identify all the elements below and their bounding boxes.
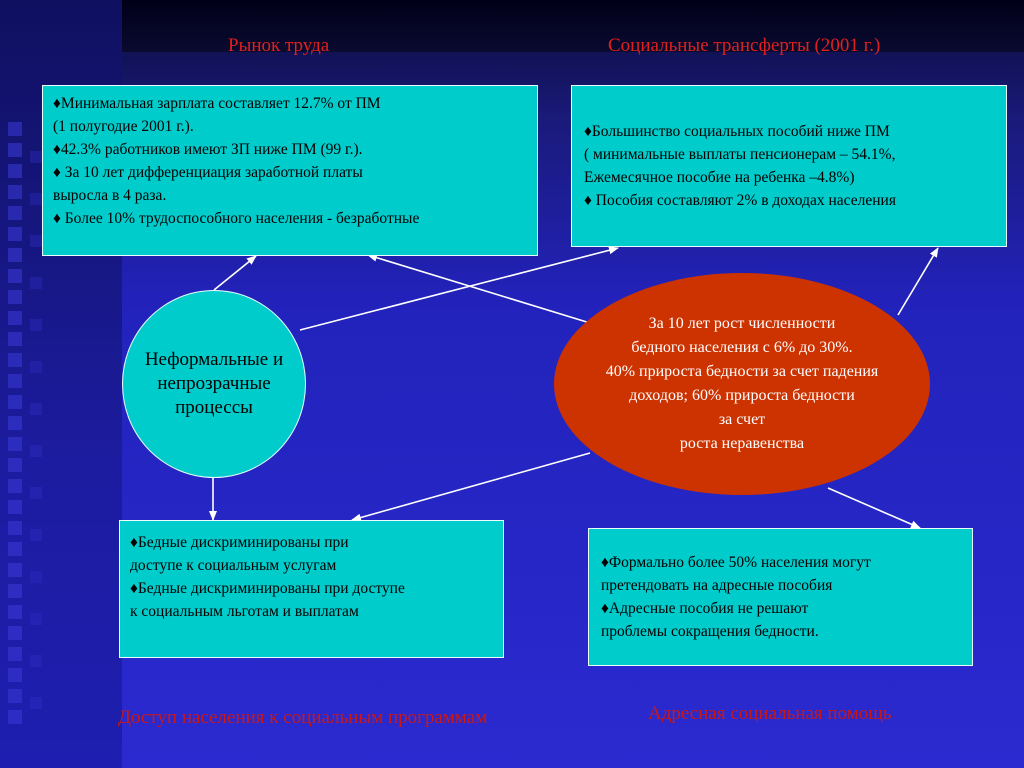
decorative-square <box>8 332 22 346</box>
heading-targeted-assistance: Адресная социальная помощь <box>648 703 892 724</box>
labor-market-line: ♦42.3% работников имеют ЗП ниже ПМ (99 г… <box>53 141 363 158</box>
decorative-square <box>30 277 42 289</box>
decorative-square <box>8 416 22 430</box>
decorative-square <box>30 613 42 625</box>
decorative-square <box>30 571 42 583</box>
decorative-square <box>8 227 22 241</box>
transfers-line: ♦Большинство социальных пособий ниже ПМ <box>584 123 890 140</box>
arrow-oval-to-labor <box>367 253 591 324</box>
decorative-square <box>30 529 42 541</box>
oval-label-line: 40% прироста бедности за счет падения <box>605 363 879 380</box>
decorative-square <box>30 487 42 499</box>
decorative-square <box>8 353 22 367</box>
access-discrimination-box: ♦Бедные дискриминированы при доступе к со… <box>119 520 504 658</box>
decorative-square <box>8 668 22 682</box>
decorative-square <box>8 122 22 136</box>
decorative-square <box>8 521 22 535</box>
targeted-line: ♦Адресные пособия не решают <box>601 600 809 617</box>
labor-market-line: (1 полугодие 2001 г.). <box>53 118 194 135</box>
decorative-square <box>8 437 22 451</box>
decorative-square <box>8 290 22 304</box>
decorative-square <box>30 403 42 415</box>
decorative-square <box>8 269 22 283</box>
decorative-square <box>8 374 22 388</box>
decorative-square <box>8 647 22 661</box>
circle-label-line: Неформальные и <box>144 349 284 370</box>
decorative-square <box>8 563 22 577</box>
decorative-square <box>8 626 22 640</box>
arrow-circle-to-labor <box>213 255 257 291</box>
decorative-square <box>30 151 42 163</box>
poverty-growth-oval: За 10 лет рост численности бедного населе… <box>554 273 930 495</box>
labor-market-line: выросла в 4 раза. <box>53 187 167 204</box>
oval-label-line: доходов; 60% прироста бедности <box>629 387 855 404</box>
labor-market-line: ♦Минимальная зарплата составляет 12.7% о… <box>53 95 381 112</box>
access-line: доступе к социальным услугам <box>130 557 337 574</box>
oval-label-line: роста неравенства <box>679 435 805 452</box>
decorative-square <box>30 319 42 331</box>
decorative-square <box>30 361 42 373</box>
circle-label-line: непрозрачные <box>157 373 271 394</box>
decorative-square <box>8 710 22 724</box>
decorative-square <box>8 605 22 619</box>
decorative-square <box>8 395 22 409</box>
decorative-square <box>30 697 42 709</box>
decorative-square <box>8 206 22 220</box>
decorative-square <box>8 164 22 178</box>
oval-label-line: бедного населения с 6% до 30%. <box>631 339 853 356</box>
decorative-square <box>8 479 22 493</box>
access-line: к социальным льготам и выплатам <box>130 603 359 620</box>
decorative-square <box>8 248 22 262</box>
decorative-square <box>8 311 22 325</box>
arrow-oval-to-access <box>351 452 591 522</box>
decorative-square <box>30 235 42 247</box>
social-transfers-box: ♦Большинство социальных пособий ниже ПМ … <box>571 85 1007 247</box>
heading-social-transfers: Социальные трансферты (2001 г.) <box>608 35 881 56</box>
decorative-square <box>30 445 42 457</box>
arrow-oval-to-transfers <box>897 247 939 316</box>
arrow-oval-to-targeted <box>827 487 921 529</box>
informal-processes-circle: Неформальные и непрозрачные процессы <box>122 290 306 478</box>
decorative-square <box>8 542 22 556</box>
labor-market-line: ♦ За 10 лет дифференциация заработной пл… <box>53 164 363 181</box>
decorative-square <box>30 193 42 205</box>
targeted-assistance-box: ♦Формально более 50% населения могут пре… <box>588 528 973 666</box>
decorative-square <box>30 655 42 667</box>
decorative-square <box>8 584 22 598</box>
decorative-square <box>8 185 22 199</box>
labor-market-line: ♦ Более 10% трудоспособного населения - … <box>53 210 420 227</box>
targeted-line: претендовать на адресные пособия <box>601 577 833 594</box>
oval-label-line: За 10 лет рост численности <box>648 315 836 332</box>
oval-label-line: за счет <box>718 411 766 428</box>
transfers-line: Ежемесячное пособие на ребенка –4.8%) <box>584 169 855 186</box>
heading-access-programs: Доступ населения к социальным программам <box>118 707 488 728</box>
labor-market-box: ♦Минимальная зарплата составляет 12.7% о… <box>42 85 538 256</box>
circle-label-line: процессы <box>175 397 253 418</box>
access-line: ♦Бедные дискриминированы при доступе <box>130 580 405 597</box>
transfers-line: ♦ Пособия составляют 2% в доходах населе… <box>584 192 896 209</box>
decorative-square <box>8 458 22 472</box>
heading-labor-market: Рынок труда <box>228 35 330 56</box>
transfers-line: ( минимальные выплаты пенсионерам – 54.1… <box>584 146 896 163</box>
decorative-square <box>8 689 22 703</box>
targeted-line: проблемы сокращения бедности. <box>601 623 819 640</box>
arrow-circle-to-transfers <box>299 246 619 331</box>
decorative-square <box>8 143 22 157</box>
top-dark-band <box>122 0 1024 52</box>
decorative-square <box>8 500 22 514</box>
access-line: ♦Бедные дискриминированы при <box>130 534 349 551</box>
targeted-line: ♦Формально более 50% населения могут <box>601 554 871 571</box>
